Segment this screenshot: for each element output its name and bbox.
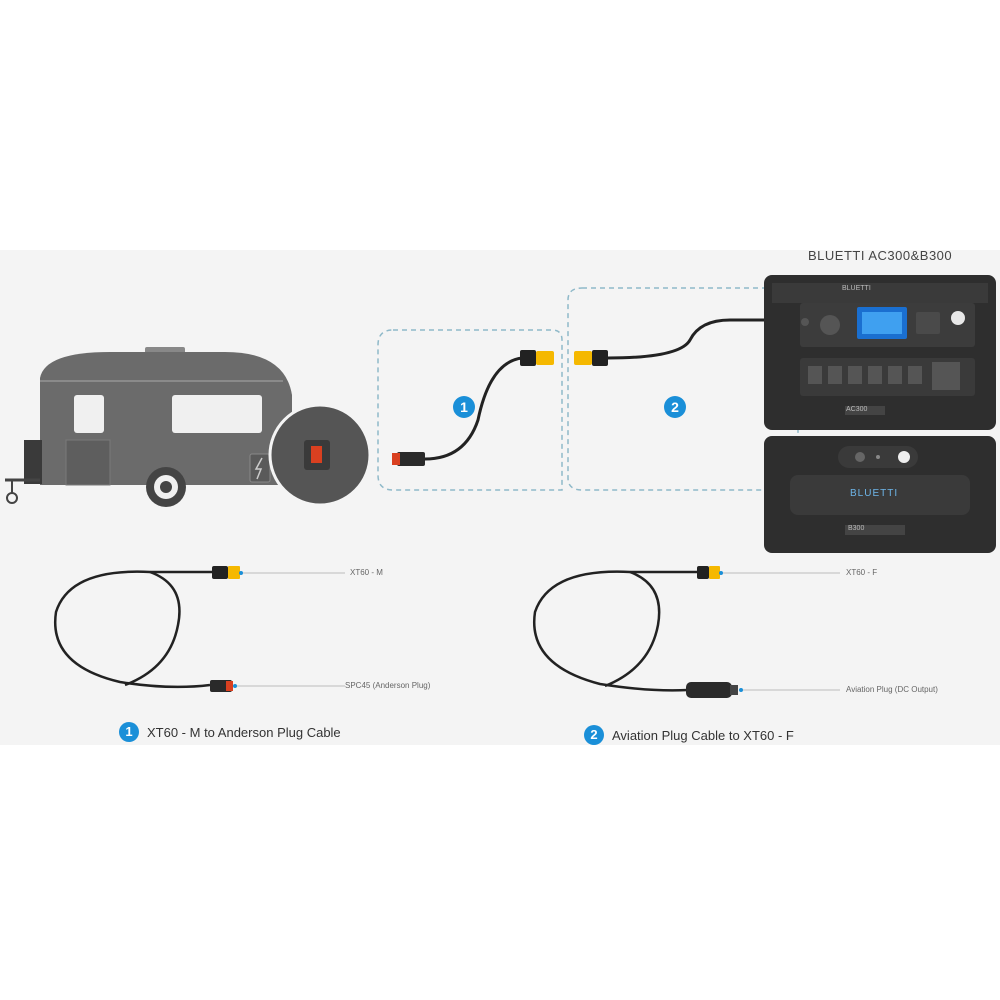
ac300-unit <box>764 275 996 430</box>
ac300-model: AC300 <box>846 406 868 413</box>
cable2-number-badge: 2 <box>584 725 604 745</box>
cable1-bottom-end-label: SPC45 (Anderson Plug) <box>345 681 431 690</box>
cable1-caption: 1 XT60 - M to Anderson Plug Cable <box>119 722 341 742</box>
b300-unit <box>764 436 996 553</box>
ac300-brand: BLUETTI <box>842 285 871 292</box>
step1-dashed-box <box>377 329 563 491</box>
cable2-connection <box>574 313 787 366</box>
cable1-number-badge: 1 <box>119 722 139 742</box>
step2-badge: 2 <box>664 396 686 418</box>
cable2-caption: 2 Aviation Plug Cable to XT60 - F <box>584 725 794 745</box>
cable1-coil <box>53 566 345 692</box>
cable1-connection <box>392 350 554 466</box>
b300-brand: BLUETTI <box>850 488 899 499</box>
trailer-illustration <box>5 347 292 507</box>
b300-model: B300 <box>848 525 865 532</box>
anderson-port-zoom <box>268 403 372 507</box>
cable1-caption-text: XT60 - M to Anderson Plug Cable <box>147 724 341 740</box>
step1-badge: 1 <box>453 396 475 418</box>
step2-dashed-box <box>567 287 799 491</box>
cable2-bottom-end-label: Aviation Plug (DC Output) <box>846 685 938 694</box>
cable2-caption-text: Aviation Plug Cable to XT60 - F <box>612 727 794 743</box>
cable2-top-end-label: XT60 - F <box>846 568 878 577</box>
cable2-coil <box>532 566 840 698</box>
product-title: BLUETTI AC300&B300 <box>808 248 953 263</box>
cable1-top-end-label: XT60 - M <box>350 568 383 577</box>
